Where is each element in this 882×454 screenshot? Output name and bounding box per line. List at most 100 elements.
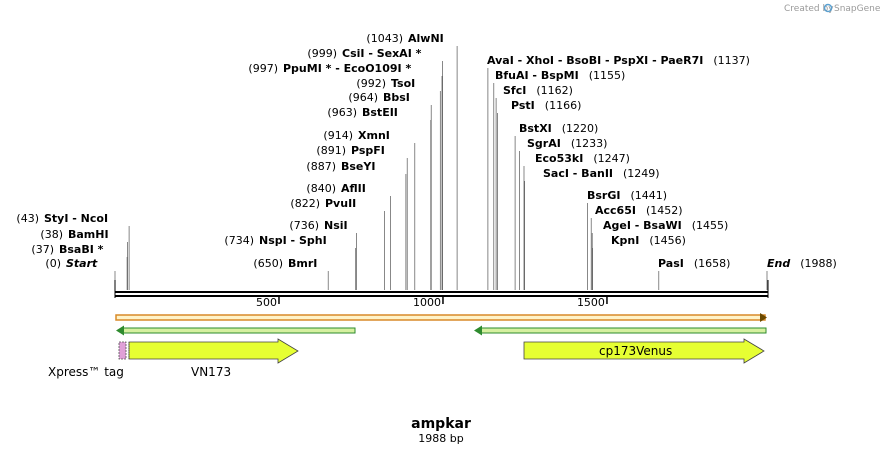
site-position: (1455)	[692, 219, 729, 232]
site-name: SgrAI	[527, 137, 561, 150]
site-xmni[interactable]: XmnI (914)	[323, 129, 416, 290]
site-bstxi[interactable]: BstXI(1220)	[514, 122, 598, 290]
xpress-tag-feature[interactable]	[118, 341, 127, 360]
orf-bar	[115, 313, 767, 322]
tick-label: 500	[256, 296, 277, 309]
site-end[interactable]: End (1988)	[766, 257, 837, 290]
site-nspi-sphi[interactable]: NspI - SphI(734)	[224, 234, 357, 290]
site-bsteii[interactable]: BstEII (963)	[327, 106, 432, 290]
site-position: (891)	[316, 144, 346, 157]
site-nsii[interactable]: NsiI(736)	[289, 219, 357, 290]
site-position: (1137)	[713, 54, 750, 67]
features: Xpress™ tag VN173 cp173Venus	[48, 338, 765, 379]
site-position: (1249)	[623, 167, 660, 180]
reverse-arrow-left-icon	[116, 325, 124, 336]
site-ppumi[interactable]: PpuMI * - EcoO109I *(997)	[248, 62, 443, 290]
site-bbsi[interactable]: BbsI(964)	[348, 91, 432, 290]
site-acc65i[interactable]: Acc65I (1452)	[590, 204, 683, 290]
credit-text: Created by	[784, 4, 834, 14]
site-sgrai[interactable]: SgrAI (1233)	[519, 137, 607, 290]
reverse-arrow-right-bar	[480, 327, 767, 334]
site-kpni[interactable]: KpnI(1456)	[592, 234, 686, 290]
site-position: (999)	[307, 47, 337, 60]
cp173venus-label: cp173Venus	[599, 344, 672, 358]
site-avai-xhoi-bsobi-pspxi-paer7i[interactable]: AvaI - XhoI - BsoBI - PspXI - PaeR7I(113…	[487, 54, 750, 290]
site-bseyi[interactable]: BseYI (887)	[306, 160, 407, 290]
reverse-arrow-left-bar	[121, 327, 356, 334]
site-name: AgeI - BsaWI	[603, 219, 682, 232]
site-name: PspFI	[351, 144, 385, 157]
site-pvuii[interactable]: PvuII(822)	[290, 197, 385, 290]
site-position: (1441)	[630, 189, 667, 202]
site-position: (0)	[45, 257, 61, 270]
site-position: (1166)	[545, 99, 582, 112]
site-name: TsoI	[391, 77, 415, 90]
map-title: ampkar	[411, 416, 471, 432]
backbone	[114, 280, 769, 298]
site-position: (914)	[323, 129, 353, 142]
site-agei-bsawi[interactable]: AgeI - BsaWI (1455)	[591, 219, 729, 290]
site-tsoi[interactable]: TsoI(992)	[356, 77, 441, 290]
site-bfuai-bspmi[interactable]: BfuAI - BspMI(1155)	[493, 69, 625, 290]
orf-rect	[115, 314, 766, 321]
tick-label: 1000	[413, 296, 441, 309]
cp173venus-feature[interactable]	[523, 338, 765, 364]
site-name: NsiI	[324, 219, 348, 232]
site-name: BseYI	[341, 160, 375, 173]
xpress-tag-label: Xpress™ tag	[48, 365, 124, 379]
site-name: BfuAI - BspMI	[495, 69, 579, 82]
site-sfci[interactable]: SfcI(1162)	[495, 84, 573, 290]
site-position: (887)	[306, 160, 336, 173]
site-name: PasI	[658, 257, 684, 270]
site-bsrgi[interactable]: BsrGI (1441)	[587, 189, 667, 290]
site-position: (37)	[31, 243, 54, 256]
site-name: Acc65I	[595, 204, 636, 217]
orf-arrow-icon	[760, 313, 767, 322]
reverse-arrows	[116, 325, 767, 336]
site-name: Start	[66, 257, 98, 270]
site-pspfi[interactable]: PspFI (891)	[316, 144, 408, 290]
site-name: BsrGI	[587, 189, 620, 202]
site-start[interactable]: Start (0)	[45, 257, 116, 290]
restriction-sites: Start(0)BsaBI *(37)BamHI(38)StyI - NcoI(…	[16, 32, 837, 290]
site-name: Eco53kI	[535, 152, 583, 165]
site-name: PvuII	[325, 197, 356, 210]
site-bmri[interactable]: BmrI(650)	[253, 257, 329, 290]
site-name: AflII	[341, 182, 366, 195]
site-position: (650)	[253, 257, 283, 270]
site-name: AlwNI	[408, 32, 444, 45]
site-name: SfcI	[503, 84, 526, 97]
site-pasi[interactable]: PasI(1658)	[658, 257, 730, 290]
vn173-label: VN173	[191, 365, 231, 379]
snapgene-logo-icon	[823, 3, 833, 13]
credit-brand: SnapGene	[834, 4, 881, 14]
site-alwni[interactable]: AlwNI (1043)	[366, 32, 458, 290]
site-bamhi[interactable]: BamHI(38)	[40, 228, 128, 290]
snapgene-credit: Created by SnapGene	[784, 3, 881, 14]
site-name: PpuMI * - EcoO109I *	[283, 62, 411, 75]
site-bsabi[interactable]: BsaBI *(37)	[31, 243, 128, 290]
site-position: (38)	[40, 228, 63, 241]
site-name: StyI - NcoI	[44, 212, 108, 225]
site-name: PstI	[511, 99, 535, 112]
site-name: BbsI	[383, 91, 410, 104]
site-psti[interactable]: PstI (1166)	[497, 99, 581, 290]
site-aflii[interactable]: AflII (840)	[306, 182, 391, 290]
site-position: (1452)	[646, 204, 683, 217]
site-name: End	[767, 257, 790, 270]
site-csii-sexai[interactable]: CsiI - SexAI * (999)	[307, 47, 443, 290]
site-position: (1043)	[366, 32, 403, 45]
site-styi-ncoi[interactable]: StyI - NcoI(43)	[16, 212, 130, 290]
site-position: (1233)	[571, 137, 608, 150]
site-name: BstEII	[362, 106, 398, 119]
site-eco53ki[interactable]: Eco53kI(1247)	[523, 152, 630, 290]
vn173-feature[interactable]	[128, 338, 299, 364]
site-position: (1988)	[800, 257, 837, 270]
site-name: CsiI - SexAI *	[342, 47, 422, 60]
site-saci-banii[interactable]: SacI - BanII (1249)	[524, 167, 660, 290]
site-name: XmnI	[358, 129, 390, 142]
site-position: (840)	[306, 182, 336, 195]
site-position: (963)	[327, 106, 357, 119]
site-name: SacI - BanII	[543, 167, 613, 180]
